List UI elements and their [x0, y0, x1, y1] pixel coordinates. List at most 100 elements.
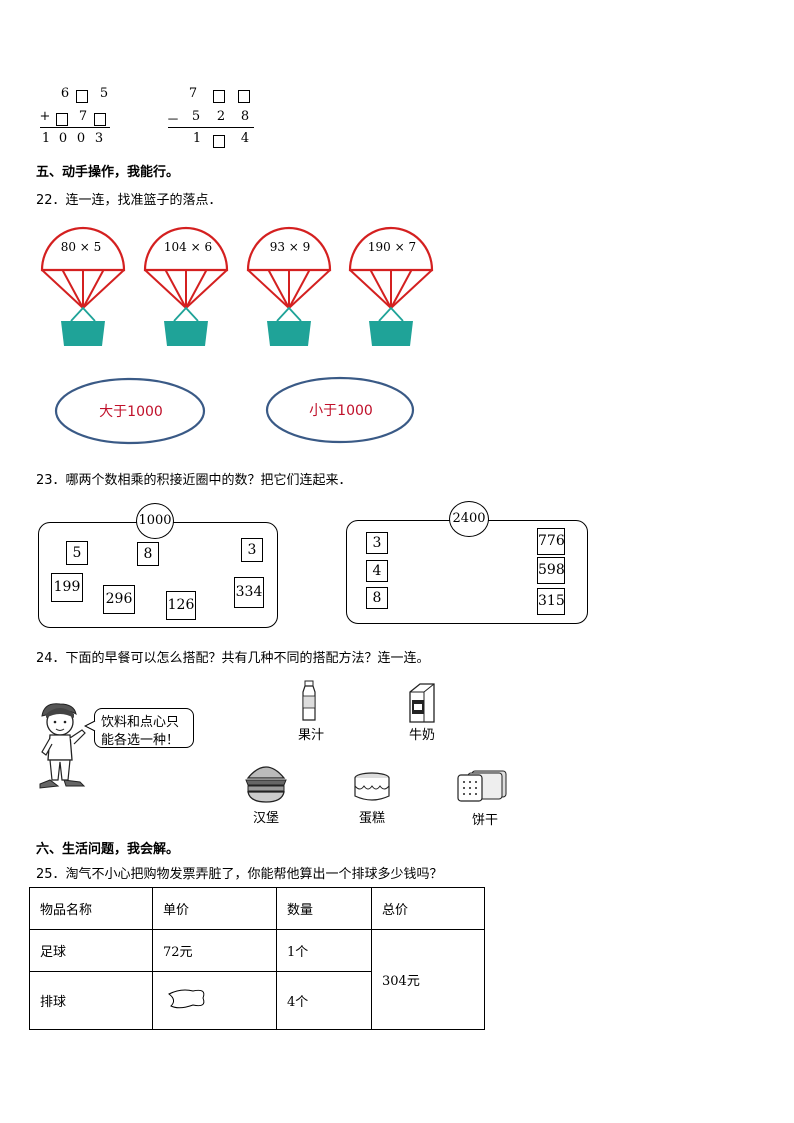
parachute-string [390, 269, 433, 309]
parachute-string [185, 269, 208, 309]
parachute-string [390, 269, 413, 309]
snack-label: 汉堡 [252, 811, 279, 826]
question-24: 24．下面的早餐可以怎么搭配？共有几种不同的搭配方法？连一连。 [36, 651, 430, 666]
parachute-canopy [143, 226, 229, 272]
result-digit: 3 [94, 131, 104, 146]
boy-illustration [39, 703, 86, 789]
blank-box[interactable] [76, 87, 88, 106]
parachute-string [267, 269, 290, 309]
parachute-string [247, 269, 290, 309]
parachute-label: 93 × 9 [269, 240, 311, 254]
sub-digit: 8 [240, 109, 250, 124]
parachute-canopy [348, 226, 434, 272]
header-cell: 数量 [276, 887, 372, 930]
blank-box[interactable] [213, 132, 225, 151]
parachute-label: 190 × 7 [367, 240, 417, 254]
blank-box[interactable] [213, 87, 225, 106]
target-circle: 1000 [136, 503, 174, 539]
table-row: 足球 72元 1个 304元 [29, 929, 485, 1030]
basket-icon [369, 321, 413, 346]
header-cell: 总价 [371, 887, 485, 930]
number-box[interactable]: 598 [537, 557, 565, 584]
question-23: 23．哪两个数相乘的积接近圈中的数？把它们连起来． [36, 473, 352, 488]
number-box[interactable]: 8 [366, 587, 388, 609]
parachute-string [41, 269, 84, 309]
result-digit: 4 [240, 131, 250, 146]
blank-box[interactable] [94, 110, 106, 129]
number-box[interactable]: 5 [66, 541, 88, 565]
number-box[interactable]: 199 [51, 573, 83, 602]
result-digit: 1 [192, 131, 202, 146]
item-qty: 1个 [276, 929, 372, 972]
number-box[interactable]: 126 [166, 591, 196, 620]
result-digit: 1 [41, 131, 51, 146]
minus-sign: － [166, 113, 180, 128]
parachute-1[interactable] [40, 226, 126, 346]
sub-digit: 7 [188, 86, 198, 101]
section-title: 五、动手操作，我能行。 [36, 165, 180, 180]
add-digit: 5 [99, 86, 109, 101]
number-box[interactable]: 296 [103, 585, 135, 614]
parachute-canopy [246, 226, 332, 272]
oval-less[interactable] [265, 376, 415, 444]
parachute-canopy [40, 226, 126, 272]
snack-label: 蛋糕 [358, 811, 385, 826]
question-22: 22．连一连，找准篮子的落点． [36, 193, 222, 208]
add-digit: 7 [78, 109, 88, 124]
hamburger-icon[interactable] [244, 758, 288, 804]
parachute-string [288, 269, 331, 309]
blank-box[interactable] [56, 110, 68, 129]
snack-label: 饼干 [471, 813, 498, 828]
number-box[interactable]: 4 [366, 560, 388, 582]
parachute-3[interactable] [246, 226, 332, 346]
oval-greater[interactable] [54, 377, 206, 445]
header-cell: 单价 [152, 887, 277, 930]
parachute-4[interactable] [348, 226, 434, 346]
number-box[interactable]: 8 [137, 542, 159, 566]
parachute-string [288, 269, 311, 309]
sum-line [40, 127, 110, 128]
number-box[interactable]: 315 [537, 588, 565, 615]
parachute-group [40, 226, 434, 346]
total-price: 304元 [371, 929, 485, 1030]
parachute-2[interactable] [143, 226, 229, 346]
table-header-row: 物品名称 单价 数量 总价 [29, 887, 485, 930]
parachute-string [61, 269, 84, 309]
blank-box[interactable] [238, 87, 250, 106]
item-price: 72元 [152, 929, 277, 972]
parachute-string [164, 269, 187, 309]
oval-label-less: 小于1000 [309, 403, 373, 419]
parachute-string [369, 269, 392, 309]
milk-carton-icon[interactable] [406, 682, 438, 724]
speech-line: 能各选一种！ [101, 733, 180, 748]
biscuit-icon[interactable] [456, 768, 512, 804]
header-cell: 物品名称 [29, 887, 153, 930]
result-digit: 0 [58, 131, 68, 146]
speech-bubble [94, 708, 194, 748]
number-box[interactable]: 776 [537, 528, 565, 555]
answer-ovals [54, 376, 415, 445]
parachute-label: 80 × 5 [60, 240, 102, 254]
speech-line: 饮料和点心只 [101, 715, 180, 730]
oval-label-greater: 大于1000 [99, 404, 163, 420]
basket-handle [70, 306, 96, 322]
basket-handle [173, 306, 199, 322]
question-25: 25．淘气不小心把购物发票弄脏了，你能帮他算出一个排球多少钱吗？ [36, 867, 443, 882]
juice-bottle-icon[interactable] [298, 680, 320, 722]
item-name: 排球 [29, 971, 153, 1030]
basket-handle [378, 306, 404, 322]
target-circle: 2400 [449, 501, 489, 537]
parachute-string [82, 269, 125, 309]
basket-icon [61, 321, 105, 346]
result-digit: 0 [76, 131, 86, 146]
drink-label: 果汁 [297, 728, 324, 743]
parachute-string [349, 269, 392, 309]
item-price-smudged[interactable] [152, 971, 277, 1030]
number-box[interactable]: 3 [366, 532, 388, 554]
number-box[interactable]: 334 [234, 577, 264, 608]
parachute-string [185, 269, 228, 309]
number-box[interactable]: 3 [241, 538, 263, 562]
drink-label: 牛奶 [408, 728, 435, 743]
add-digit: 6 [60, 86, 70, 101]
cake-icon[interactable] [352, 770, 392, 804]
